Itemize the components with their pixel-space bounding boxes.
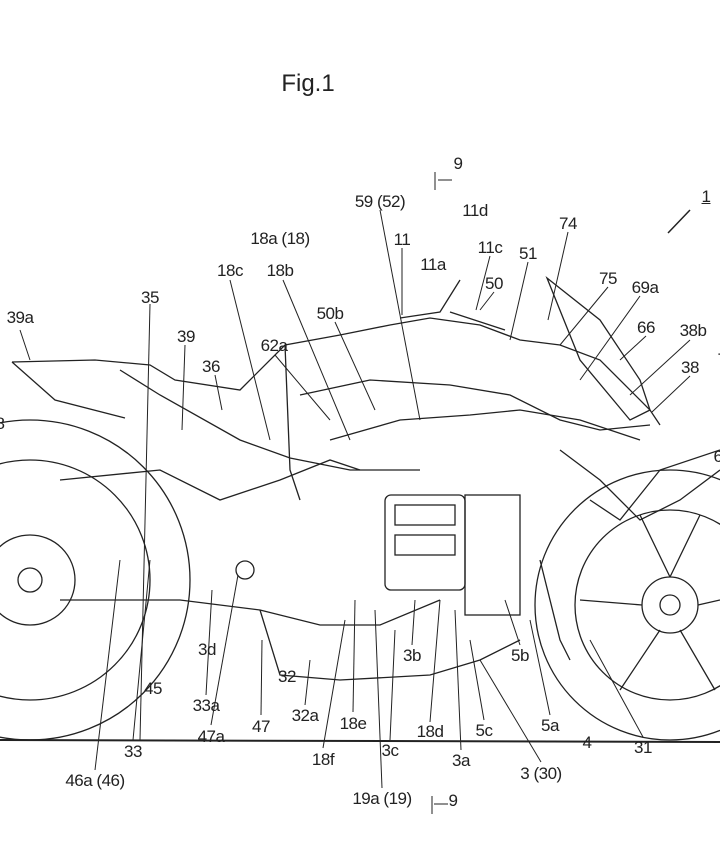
reference-numeral: 32 — [278, 668, 296, 685]
reference-numeral: 18c — [217, 262, 243, 279]
reference-numeral: 5b — [511, 647, 529, 664]
reference-numeral: 46a (46) — [65, 772, 124, 789]
reference-numeral: 74 — [559, 215, 577, 232]
reference-numeral: 47a — [198, 728, 225, 745]
reference-numeral: 11d — [462, 202, 488, 219]
reference-numeral: 3b — [403, 647, 421, 664]
reference-numeral: 36 — [202, 358, 220, 375]
reference-numeral: 18a (18) — [250, 230, 309, 247]
reference-numeral: 69a — [632, 279, 659, 296]
reference-numeral: 18b — [267, 262, 294, 279]
reference-numeral: 50 — [485, 275, 503, 292]
reference-numeral: 31 — [634, 739, 652, 756]
reference-numeral: 5a — [541, 717, 559, 734]
reference-numeral: 11c — [478, 239, 503, 256]
reference-numeral: 3c — [382, 742, 399, 759]
reference-numeral: 75 — [599, 270, 617, 287]
reference-numeral: 1 — [702, 188, 711, 205]
reference-numeral: 51 — [519, 245, 537, 262]
reference-numeral: 8 — [0, 415, 4, 432]
reference-numeral: 32a — [292, 707, 319, 724]
reference-numeral: 62a — [261, 337, 288, 354]
reference-numeral: 18f — [312, 751, 334, 768]
reference-numeral: 6 — [714, 448, 720, 465]
reference-numeral: 39 — [177, 328, 195, 345]
reference-numeral: 9 — [449, 792, 458, 809]
reference-numeral: 3d — [198, 641, 216, 658]
reference-numeral: 4 — [583, 734, 592, 751]
reference-numeral: 3 (30) — [520, 765, 561, 782]
reference-numeral: 33 — [124, 743, 142, 760]
reference-numeral: 45 — [144, 680, 162, 697]
reference-numeral: 38 — [681, 359, 699, 376]
reference-numeral: 47 — [252, 718, 270, 735]
reference-numeral: 11a — [420, 256, 446, 273]
reference-numeral: 66 — [637, 319, 655, 336]
reference-numeral: 50b — [317, 305, 344, 322]
ground-line — [0, 740, 720, 742]
reference-numeral: 59 (52) — [355, 193, 405, 210]
reference-numeral: 35 — [141, 289, 159, 306]
body-outline — [12, 278, 720, 680]
reference-numeral: 11 — [394, 231, 411, 248]
reference-numeral: 18e — [340, 715, 367, 732]
reference-numeral: 38b — [680, 322, 707, 339]
reference-numeral: 39a — [7, 309, 34, 326]
reference-numeral: 19a (19) — [352, 790, 411, 807]
reference-numeral: 9 — [454, 155, 463, 172]
reference-numeral: 5c — [476, 722, 493, 739]
reference-numeral: 3a — [452, 752, 470, 769]
reference-numeral: 33a — [193, 697, 220, 714]
reference-numeral: 18d — [417, 723, 444, 740]
